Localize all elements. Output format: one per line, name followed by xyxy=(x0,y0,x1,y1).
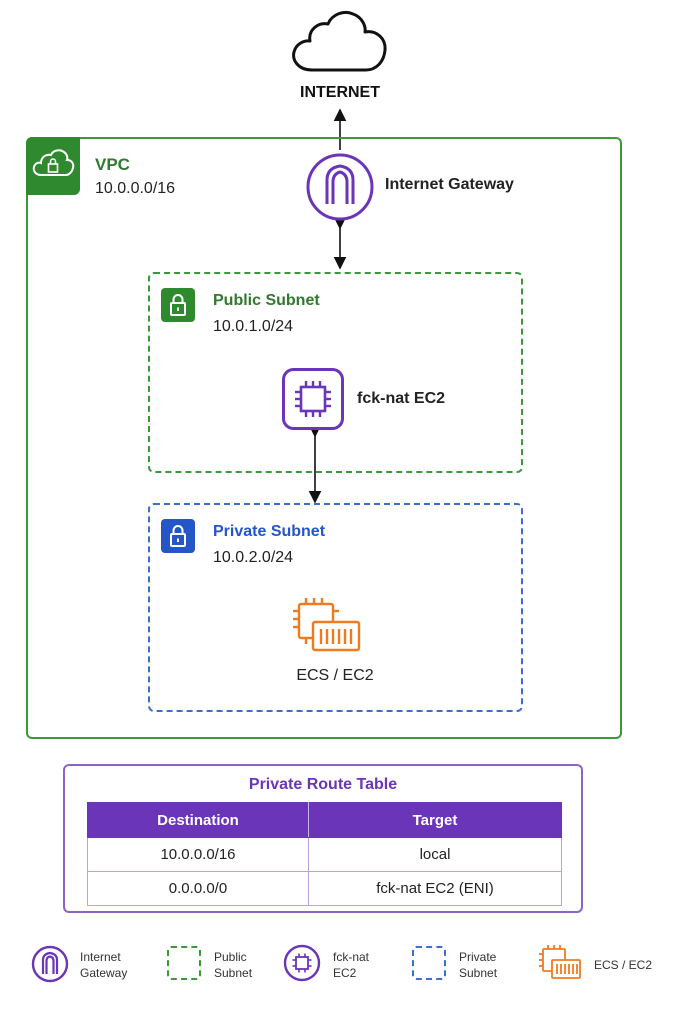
route-destination: 0.0.0.0/0 xyxy=(87,871,309,906)
cloud-icon xyxy=(290,8,390,76)
legend-ecs-ec2-icon xyxy=(538,944,582,982)
route-table-header-target: Target xyxy=(308,802,562,838)
internet-gateway-icon xyxy=(305,152,375,222)
route-table-title: Private Route Table xyxy=(248,776,398,793)
nat-instance-label: fck-nat EC2 xyxy=(357,390,446,407)
internet-gateway-label: Internet Gateway xyxy=(385,176,514,193)
legend-chip-icon xyxy=(283,944,321,982)
legend-public-label: Public Subnet xyxy=(214,949,252,981)
lock-icon xyxy=(170,294,186,316)
lock-icon xyxy=(170,525,186,547)
legend-private-line1: Private xyxy=(459,950,497,964)
legend-ecs-label: ECS / EC2 xyxy=(594,958,653,972)
legend-private-label: Private Subnet xyxy=(459,949,497,981)
ecs-ec2-label: ECS / EC2 xyxy=(296,667,374,684)
route-destination: 10.0.0.0/16 xyxy=(87,837,309,872)
legend-public-line1: Public xyxy=(214,950,247,964)
legend-nat-line2: EC2 xyxy=(333,966,357,980)
table-row: 10.0.0.0/16 local xyxy=(87,837,562,872)
private-subnet-badge xyxy=(161,519,195,553)
legend-igw-label: Internet Gateway xyxy=(80,949,127,981)
legend-igw-line1: Internet xyxy=(80,950,121,964)
vpc-badge xyxy=(26,137,80,195)
public-subnet-title: Public Subnet xyxy=(213,292,320,309)
private-subnet-container xyxy=(148,503,523,712)
public-subnet-container xyxy=(148,272,523,473)
cloud-lock-icon xyxy=(32,149,75,176)
legend-nat-label: fck-nat EC2 xyxy=(333,949,369,981)
legend-public-line2: Subnet xyxy=(214,966,253,980)
vpc-title: VPC xyxy=(95,155,130,174)
private-subnet-title: Private Subnet xyxy=(213,523,326,540)
public-subnet-cidr: 10.0.1.0/24 xyxy=(213,318,294,335)
legend-internet-gateway-icon xyxy=(31,945,69,983)
route-table-container xyxy=(63,764,583,913)
legend-private-subnet-swatch xyxy=(412,946,446,980)
legend-igw-line2: Gateway xyxy=(80,966,128,980)
internet-label: INTERNET xyxy=(300,84,380,101)
legend-private-line2: Subnet xyxy=(459,966,498,980)
route-table: Destination Target 10.0.0.0/16 local 0.0… xyxy=(87,802,562,906)
public-subnet-badge xyxy=(161,288,195,322)
route-target: fck-nat EC2 (ENI) xyxy=(308,871,562,906)
route-table-header-destination: Destination xyxy=(87,802,309,838)
vpc-container xyxy=(26,137,622,739)
legend-public-subnet-swatch xyxy=(167,946,201,980)
private-subnet-cidr: 10.0.2.0/24 xyxy=(213,549,294,566)
legend-nat-line1: fck-nat xyxy=(333,950,370,964)
chip-icon xyxy=(282,368,344,430)
ecs-ec2-icon xyxy=(291,596,363,656)
table-row: 0.0.0.0/0 fck-nat EC2 (ENI) xyxy=(87,871,562,906)
route-target: local xyxy=(308,837,562,872)
vpc-cidr: 10.0.0.0/16 xyxy=(95,180,176,197)
